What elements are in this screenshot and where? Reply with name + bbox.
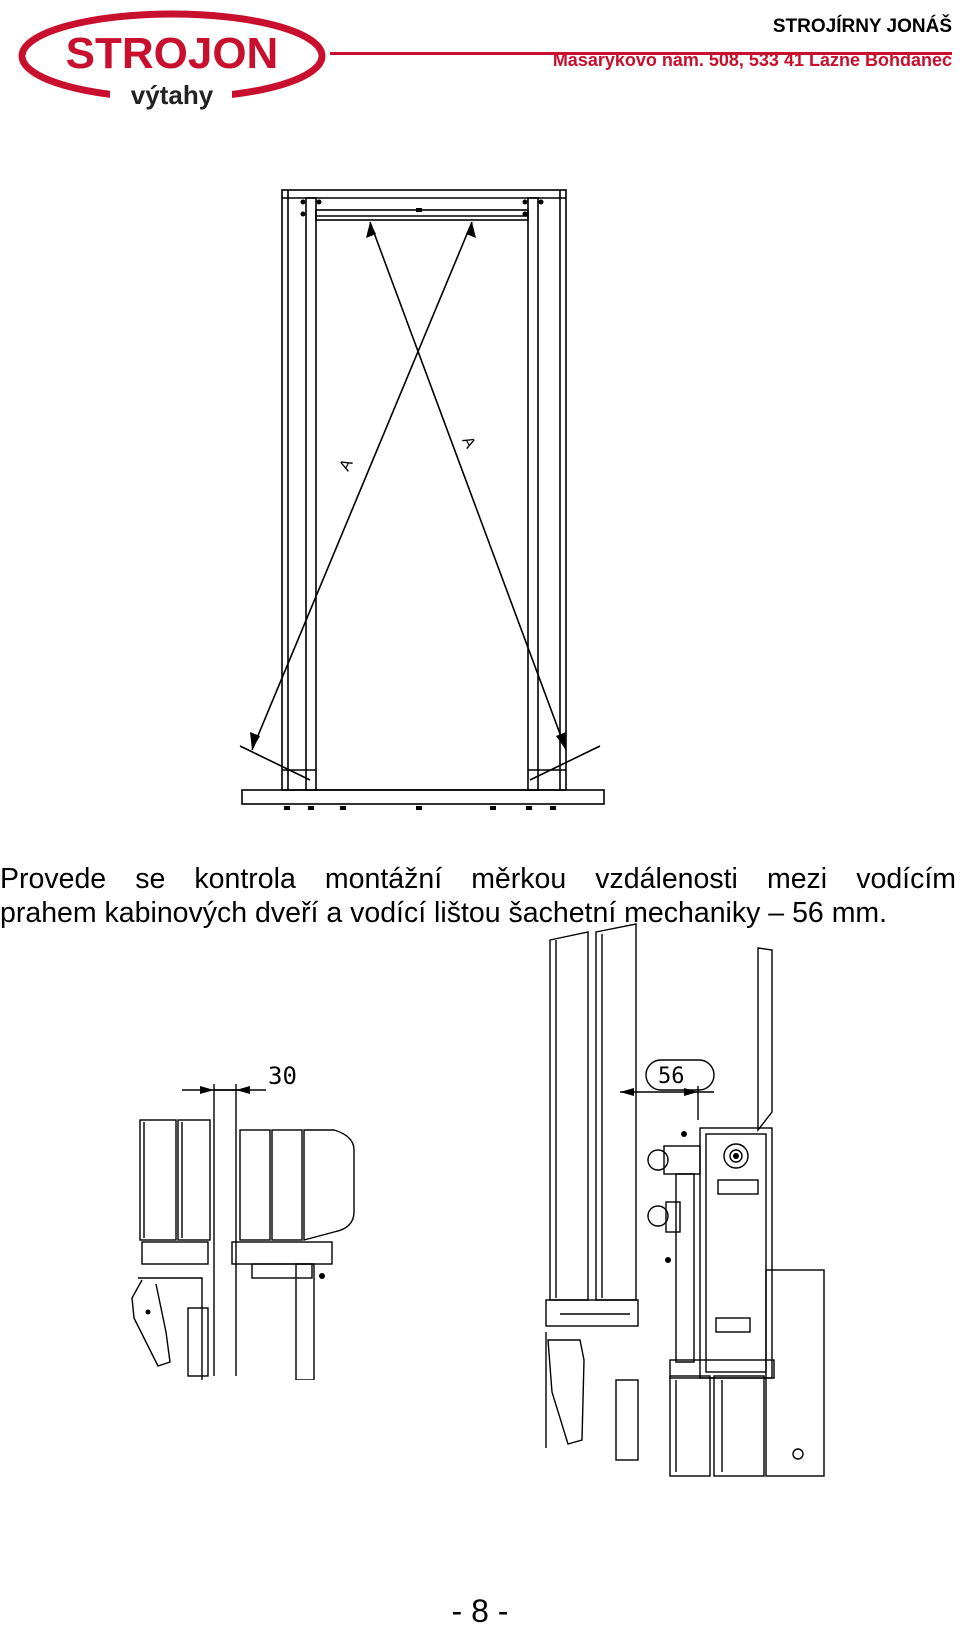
header-rule — [330, 52, 952, 55]
strojon-logo: STROJON výtahy — [18, 10, 326, 110]
company-name: STROJÍRNY JONÁŠ — [772, 16, 952, 37]
instruction-line-2: prahem kabinových dveří a vodící lištou … — [0, 897, 888, 929]
dimension-label-30: 30 — [268, 1062, 297, 1090]
diagonal-label-right: A — [458, 434, 478, 452]
mechanism-detail-56: 56 — [545, 923, 825, 1477]
dimension-label-56: 56 — [658, 1064, 685, 1089]
logo-subtext: výtahy — [131, 80, 214, 110]
threshold-detail-30: 30 — [131, 1062, 355, 1380]
instruction-paragraph: Provede se kontrola montážní měrkou vzdá… — [0, 862, 956, 930]
instruction-line-1: Provede se kontrola montážní měrkou vzdá… — [0, 863, 956, 895]
logo-text: STROJON — [66, 29, 279, 78]
company-info: STROJÍRNY JONÁŠ Masarykovo nám. 508, 533… — [553, 16, 952, 71]
page-number: - 8 - — [451, 1593, 509, 1629]
door-frame-drawing: A A — [239, 189, 605, 810]
diagonal-label-left: A — [337, 456, 357, 474]
company-address: Masarykovo nám. 508, 533 41 Lázně Bohdan… — [552, 50, 952, 70]
